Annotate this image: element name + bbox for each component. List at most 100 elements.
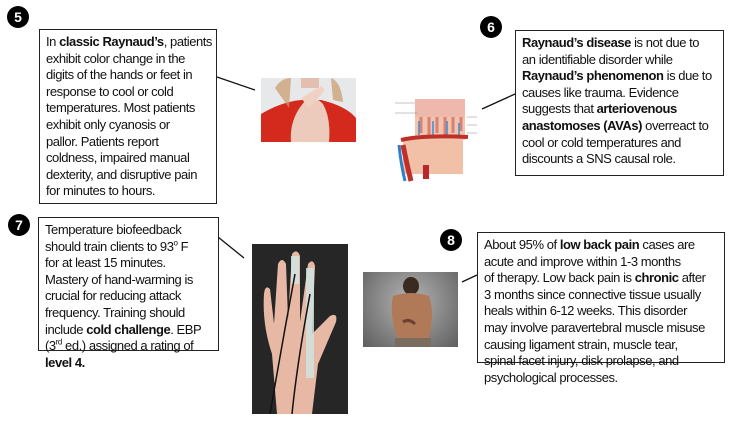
text-line: Raynaud’s disease is not due to — [522, 35, 717, 52]
text-run: (3 — [45, 338, 56, 354]
text-run: Temperature biofeedback — [45, 222, 182, 237]
text-run: causes like trauma. Evidence — [522, 84, 679, 100]
bold-term: Raynaud’s disease — [522, 35, 631, 50]
text-run: exhibit only cyanosis or — [46, 116, 170, 132]
text-run: spinal facet injury, disk prolapse, and — [484, 353, 679, 369]
text-line: In classic Raynaud’s, patients — [46, 34, 213, 51]
text-line: psychological processes. — [484, 370, 718, 387]
skin-vascular-diagram — [393, 95, 478, 183]
text-line: causes like trauma. Evidence — [522, 85, 717, 102]
text-line: frequency. Training should — [45, 305, 212, 322]
text-run: temperatures. Most patients — [46, 100, 195, 116]
text-run: cool or cold temperatures and — [522, 134, 681, 150]
text-line: should train clients to 93o F — [45, 239, 212, 256]
text-line: crucial for reducing attack — [45, 288, 212, 305]
connector-8 — [461, 274, 478, 283]
text-line: for at least 15 minutes. — [45, 255, 212, 272]
text-run: , patients — [163, 34, 213, 49]
text-run: is not due to — [630, 35, 700, 50]
text-run: 3 months since connective tissue usually — [484, 286, 701, 302]
text-run: may involve paravertebral muscle misuse — [484, 319, 705, 335]
connector-6 — [481, 93, 516, 110]
text-line: cool or cold temperatures and — [522, 135, 717, 152]
text-run: an identifiable disorder while — [522, 51, 673, 67]
text-run: F — [177, 238, 189, 254]
text-line: suggests that arteriovenous — [522, 101, 717, 118]
text-line: heals within 6-12 weeks. This disorder — [484, 303, 718, 320]
text-run: discounts a SNS causal role. — [522, 151, 676, 167]
text-run: of therapy. Low back pain is — [484, 270, 635, 286]
text-line: an identifiable disorder while — [522, 52, 717, 69]
text-run: ed.) assigned a rating of — [61, 338, 194, 354]
text-line: Mastery of hand-warming is — [45, 272, 212, 289]
text-line: pallor. Patients report — [46, 134, 210, 151]
bold-term: cold challenge — [86, 321, 171, 337]
text-run: digits of the hands or feet in — [46, 67, 193, 83]
text-run: frequency. Training should — [45, 304, 185, 320]
text-line: (3rd ed.) assigned a rating of — [45, 338, 212, 355]
text-run: exhibit color change in the — [46, 50, 185, 66]
text-run: is due to — [663, 68, 713, 84]
text-run: for at least 15 minutes. — [45, 255, 166, 271]
text-line: anastomoses (AVAs) overreact to — [522, 118, 717, 135]
text-line: 3 months since connective tissue usually — [484, 287, 718, 304]
photo-man-back-pain — [363, 272, 458, 347]
text-run: causing ligament strain, muscle tear, — [484, 336, 678, 352]
text-line: coldness, impaired manual — [46, 150, 210, 167]
bold-term: anastomoses (AVAs) — [522, 117, 643, 133]
text-line: Raynaud’s phenomenon is due to — [522, 68, 717, 85]
photo-woman-hands — [261, 78, 356, 142]
bold-term: level 4. — [45, 354, 85, 370]
superscript: o — [173, 238, 178, 248]
text-run: crucial for reducing attack — [45, 288, 181, 304]
badge-5: 5 — [7, 6, 29, 28]
text-line: of therapy. Low back pain is chronic aft… — [484, 270, 718, 287]
text-line: Temperature biofeedback — [45, 222, 212, 239]
text-line: acute and improve within 1-3 months — [484, 254, 718, 271]
text-line: include cold challenge. EBP — [45, 322, 212, 339]
text-run: heals within 6-12 weeks. This disorder — [484, 303, 688, 319]
text-run: after — [678, 270, 706, 286]
bold-term: chronic — [634, 270, 679, 286]
photo-hand-biofeedback-sensor — [252, 244, 348, 414]
bold-term: arteriovenous — [596, 101, 678, 117]
text-run: acute and improve within 1-3 months — [484, 253, 681, 269]
text-run: psychological processes. — [484, 369, 618, 385]
text-run: suggests that — [522, 101, 597, 117]
text-line: About 95% of low back pain cases are — [484, 237, 718, 254]
text-run: In — [46, 34, 60, 49]
text-run: Mastery of hand-warming is — [45, 271, 193, 287]
superscript: rd — [55, 337, 63, 347]
bold-term: low back pain — [559, 237, 640, 252]
text-line: dexterity, and disruptive pain — [46, 167, 210, 184]
text-line: for minutes to hours. — [46, 183, 210, 200]
text-run: should train clients to 93 — [45, 238, 174, 254]
badge-6: 6 — [480, 16, 502, 38]
text-run: cases are — [639, 237, 695, 252]
connector-7 — [217, 236, 245, 259]
text-run: pallor. Patients report — [46, 133, 159, 149]
text-line: temperatures. Most patients — [46, 100, 210, 117]
text-run: for minutes to hours. — [46, 183, 156, 199]
text-line: may involve paravertebral muscle misuse — [484, 320, 718, 337]
text-line: exhibit color change in the — [46, 51, 210, 68]
connector-5 — [216, 76, 256, 91]
text-line: spinal facet injury, disk prolapse, and — [484, 353, 718, 370]
text-line: response to cool or cold — [46, 84, 210, 101]
text-run: include — [45, 321, 87, 337]
text-run: coldness, impaired manual — [46, 150, 190, 166]
text-run: . EBP — [170, 321, 202, 337]
text-line: digits of the hands or feet in — [46, 67, 210, 84]
bold-term: Raynaud’s phenomenon — [522, 68, 664, 84]
text-line: exhibit only cyanosis or — [46, 117, 210, 134]
text-run: response to cool or cold — [46, 83, 174, 99]
badge-8: 8 — [440, 229, 462, 251]
text-line: discounts a SNS causal role. — [522, 151, 717, 168]
text-line: level 4. — [45, 355, 212, 372]
text-line: causing ligament strain, muscle tear, — [484, 337, 718, 354]
